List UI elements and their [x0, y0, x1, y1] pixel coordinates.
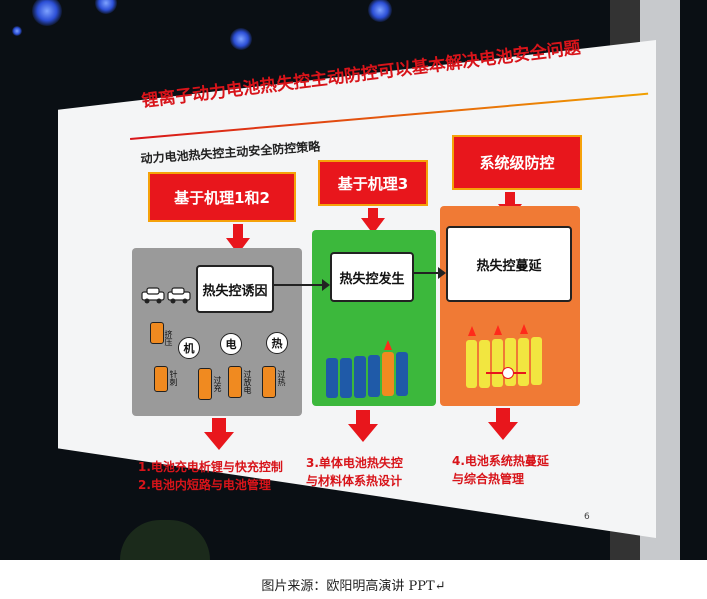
arrow-stem	[496, 408, 510, 422]
stage-light	[95, 0, 117, 14]
flame-icon	[520, 324, 528, 334]
arrow-down-icon	[348, 424, 378, 442]
arrow-stem	[505, 192, 515, 204]
battery-cell	[354, 356, 366, 398]
battery-cell	[326, 358, 338, 398]
node-thermal-runaway-cause: 热失控诱因	[196, 265, 274, 313]
page-number: 6	[584, 512, 590, 522]
header-system-level: 系统级防控	[452, 135, 582, 190]
battery-cell	[466, 340, 477, 388]
battery-cell	[368, 355, 380, 397]
connector-arrow-icon	[322, 279, 330, 291]
mechanism-electrical: 电	[220, 333, 242, 355]
connector-arrow-icon	[438, 267, 446, 279]
arrow-stem	[368, 208, 378, 218]
bottom-text-1-line1: 1.电池充电析锂与快充控制	[138, 460, 283, 474]
battery-cell	[531, 337, 542, 385]
bottom-text-3: 4.电池系统热蔓延 与综合热管理	[452, 452, 549, 488]
battery-cell	[340, 358, 352, 398]
flame-icon	[384, 340, 392, 350]
battery-cell	[228, 366, 242, 398]
battery-cell	[154, 366, 168, 392]
connector-line	[412, 272, 442, 274]
arrow-stem	[233, 224, 243, 238]
connector-line	[272, 284, 326, 286]
label-overheat: 过热	[277, 370, 286, 386]
battery-cell	[492, 339, 503, 387]
flame-icon	[494, 325, 502, 335]
car-collision-icon	[140, 284, 192, 304]
bottom-text-2: 3.单体电池热失控 与材料体系热设计	[306, 454, 403, 490]
mechanism-thermal: 热	[266, 332, 288, 354]
bottom-text-3-line1: 4.电池系统热蔓延	[452, 454, 549, 468]
battery-cell	[198, 368, 212, 400]
stage-light	[368, 0, 392, 22]
battery-cell	[150, 322, 164, 344]
label-overcharge: 过充	[213, 376, 222, 392]
battery-cell	[382, 352, 394, 396]
node-thermal-runaway-propagation: 热失控蔓延	[446, 226, 572, 302]
stage-light	[230, 28, 252, 50]
arrow-stem	[356, 410, 370, 424]
battery-cell	[479, 340, 490, 388]
node-thermal-runaway-occurrence: 热失控发生	[330, 252, 414, 302]
battery-cell	[396, 352, 408, 396]
plant-silhouette	[120, 520, 210, 560]
bottom-text-1-line2: 2.电池内短路与电池管理	[138, 478, 271, 492]
stage-light	[32, 0, 62, 26]
photo: 锂离子动力电池热失控主动防控可以基本解决电池安全问题 动力电池热失控主动安全防控…	[0, 0, 707, 560]
battery-cell	[505, 338, 516, 386]
bottom-text-2-line1: 3.单体电池热失控	[306, 456, 403, 470]
arrow-down-icon	[204, 432, 234, 450]
bottom-text-3-line2: 与综合热管理	[452, 472, 525, 486]
label-crush: 挤压	[164, 330, 173, 346]
battery-cell	[518, 338, 529, 386]
propagation-dot	[502, 367, 514, 379]
stage-light	[12, 26, 22, 36]
label-nail: 针刺	[169, 370, 178, 386]
battery-cell	[262, 366, 276, 398]
arrow-stem	[212, 418, 226, 432]
flame-icon	[468, 326, 476, 336]
arrow-down-icon	[488, 422, 518, 440]
mechanism-mechanical: 机	[178, 337, 200, 359]
image-caption: 图片来源：欧阳明高演讲 PPT↵	[261, 579, 446, 594]
header-mechanism-1-2: 基于机理1和2	[148, 172, 296, 222]
header-mechanism-3: 基于机理3	[318, 160, 428, 206]
bottom-text-2-line2: 与材料体系热设计	[306, 474, 403, 488]
label-overdischarge: 过放电	[243, 370, 252, 394]
bottom-text-1: 1.电池充电析锂与快充控制 2.电池内短路与电池管理	[138, 458, 283, 494]
